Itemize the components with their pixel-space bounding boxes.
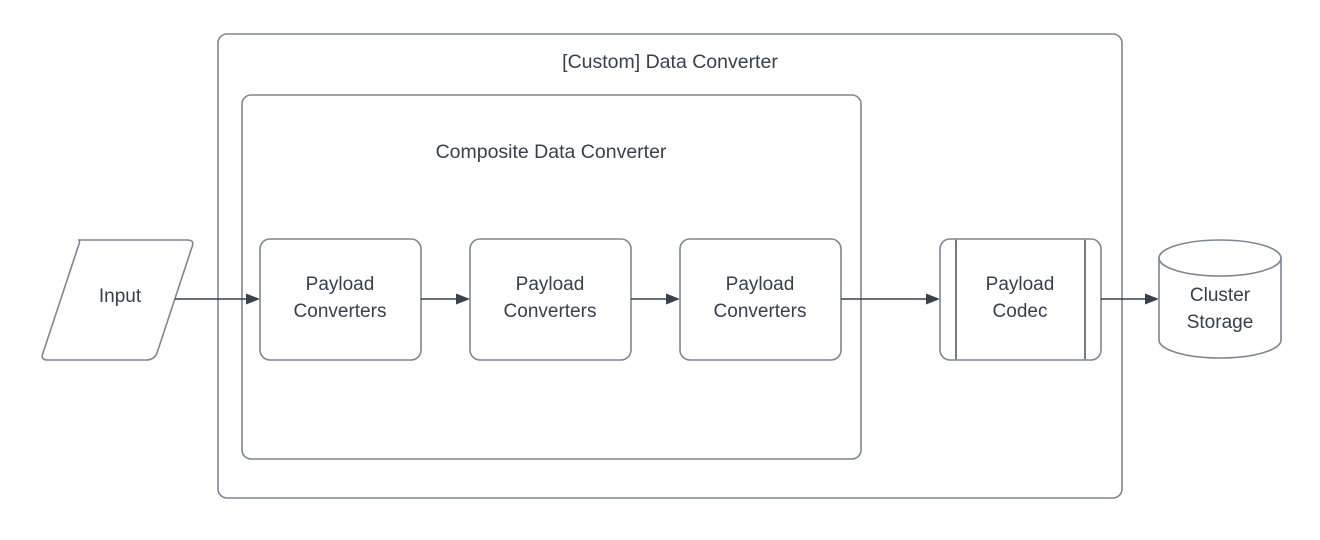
edge-converter-2-to-converter-3	[631, 293, 680, 305]
arrow-head-icon	[456, 293, 470, 305]
input-shape[interactable]	[41, 239, 194, 361]
custom-data-converter-label: [Custom] Data Converter	[562, 51, 778, 73]
payload-converters-1-box[interactable]	[259, 238, 422, 361]
edge-converter-3-to-payload-codec	[841, 293, 940, 305]
node-input[interactable]: Input	[41, 239, 194, 361]
payload-converters-3-label-line1: Payload	[726, 274, 795, 295]
node-payload-codec[interactable]: Payload Codec	[939, 238, 1102, 361]
payload-codec-box[interactable]	[939, 238, 1102, 361]
payload-converters-2-box[interactable]	[469, 238, 632, 361]
arrow-head-icon	[1145, 293, 1159, 305]
edge-converter-1-to-converter-2	[421, 293, 470, 305]
cluster-storage-label-line1: Cluster	[1190, 285, 1251, 306]
payload-converters-3-box[interactable]	[679, 238, 842, 361]
arrow-head-icon	[926, 293, 940, 305]
edge-payload-codec-to-cluster-storage	[1101, 293, 1159, 305]
payload-converters-3-label-line2: Converters	[714, 301, 807, 322]
payload-converters-2-label-line1: Payload	[516, 274, 585, 295]
payload-converters-2-label-line2: Converters	[504, 301, 597, 322]
node-payload-converters-3[interactable]: Payload Converters	[679, 238, 842, 361]
composite-data-converter-label: Composite Data Converter	[436, 141, 667, 163]
cluster-storage-top-ellipse	[1158, 239, 1282, 277]
cluster-storage-label-line2: Storage	[1187, 312, 1254, 333]
node-cluster-storage[interactable]: Cluster Storage	[1158, 239, 1282, 359]
input-label: Input	[99, 286, 142, 307]
arrow-head-icon	[246, 293, 260, 305]
payload-codec-label-line2: Codec	[993, 301, 1048, 322]
node-payload-converters-2[interactable]: Payload Converters	[469, 238, 632, 361]
cluster-storage-body[interactable]	[1158, 257, 1282, 359]
payload-codec-label-line1: Payload	[986, 274, 1055, 295]
payload-converters-1-label-line2: Converters	[294, 301, 387, 322]
payload-converters-1-label-line1: Payload	[306, 274, 375, 295]
node-payload-converters-1[interactable]: Payload Converters	[259, 238, 422, 361]
edge-input-to-converter-1	[175, 293, 260, 305]
arrow-head-icon	[666, 293, 680, 305]
